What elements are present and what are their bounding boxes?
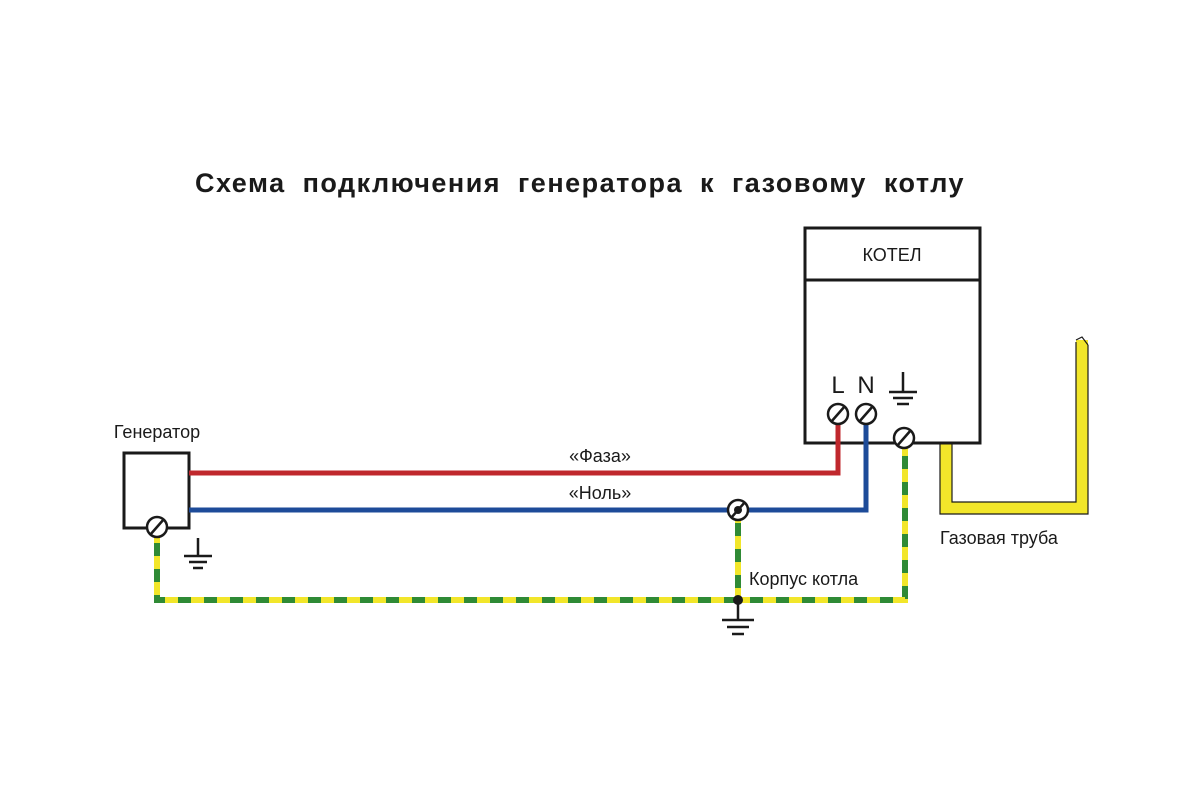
- boiler-body-label: Корпус котла: [749, 569, 859, 589]
- boiler-terminal-l: [826, 402, 850, 426]
- ground-wire: [154, 438, 908, 603]
- boiler-label: КОТЕЛ: [862, 245, 921, 265]
- generator-terminal-ground: [145, 515, 169, 539]
- boiler-ground-icon: [889, 372, 917, 406]
- neutral-wire-label: «Ноль»: [569, 483, 632, 503]
- neutral-wire: [189, 425, 869, 513]
- diagram-title: Схема подключения генератора к газовому …: [195, 168, 965, 198]
- gas-pipe: [939, 336, 1089, 515]
- generator-ground-icon: [184, 538, 212, 570]
- terminal-l-label: L: [831, 372, 844, 399]
- boiler-terminal-ground: [892, 426, 916, 450]
- gas-pipe-label: Газовая труба: [940, 528, 1059, 548]
- neutral-ground-junction: [726, 498, 750, 522]
- terminal-n-label: N: [857, 372, 874, 399]
- boiler-terminal-n: [854, 402, 878, 426]
- common-ground-icon: [722, 600, 754, 636]
- phase-wire-label: «Фаза»: [569, 446, 631, 466]
- phase-wire: [189, 425, 841, 476]
- generator-label: Генератор: [114, 422, 200, 442]
